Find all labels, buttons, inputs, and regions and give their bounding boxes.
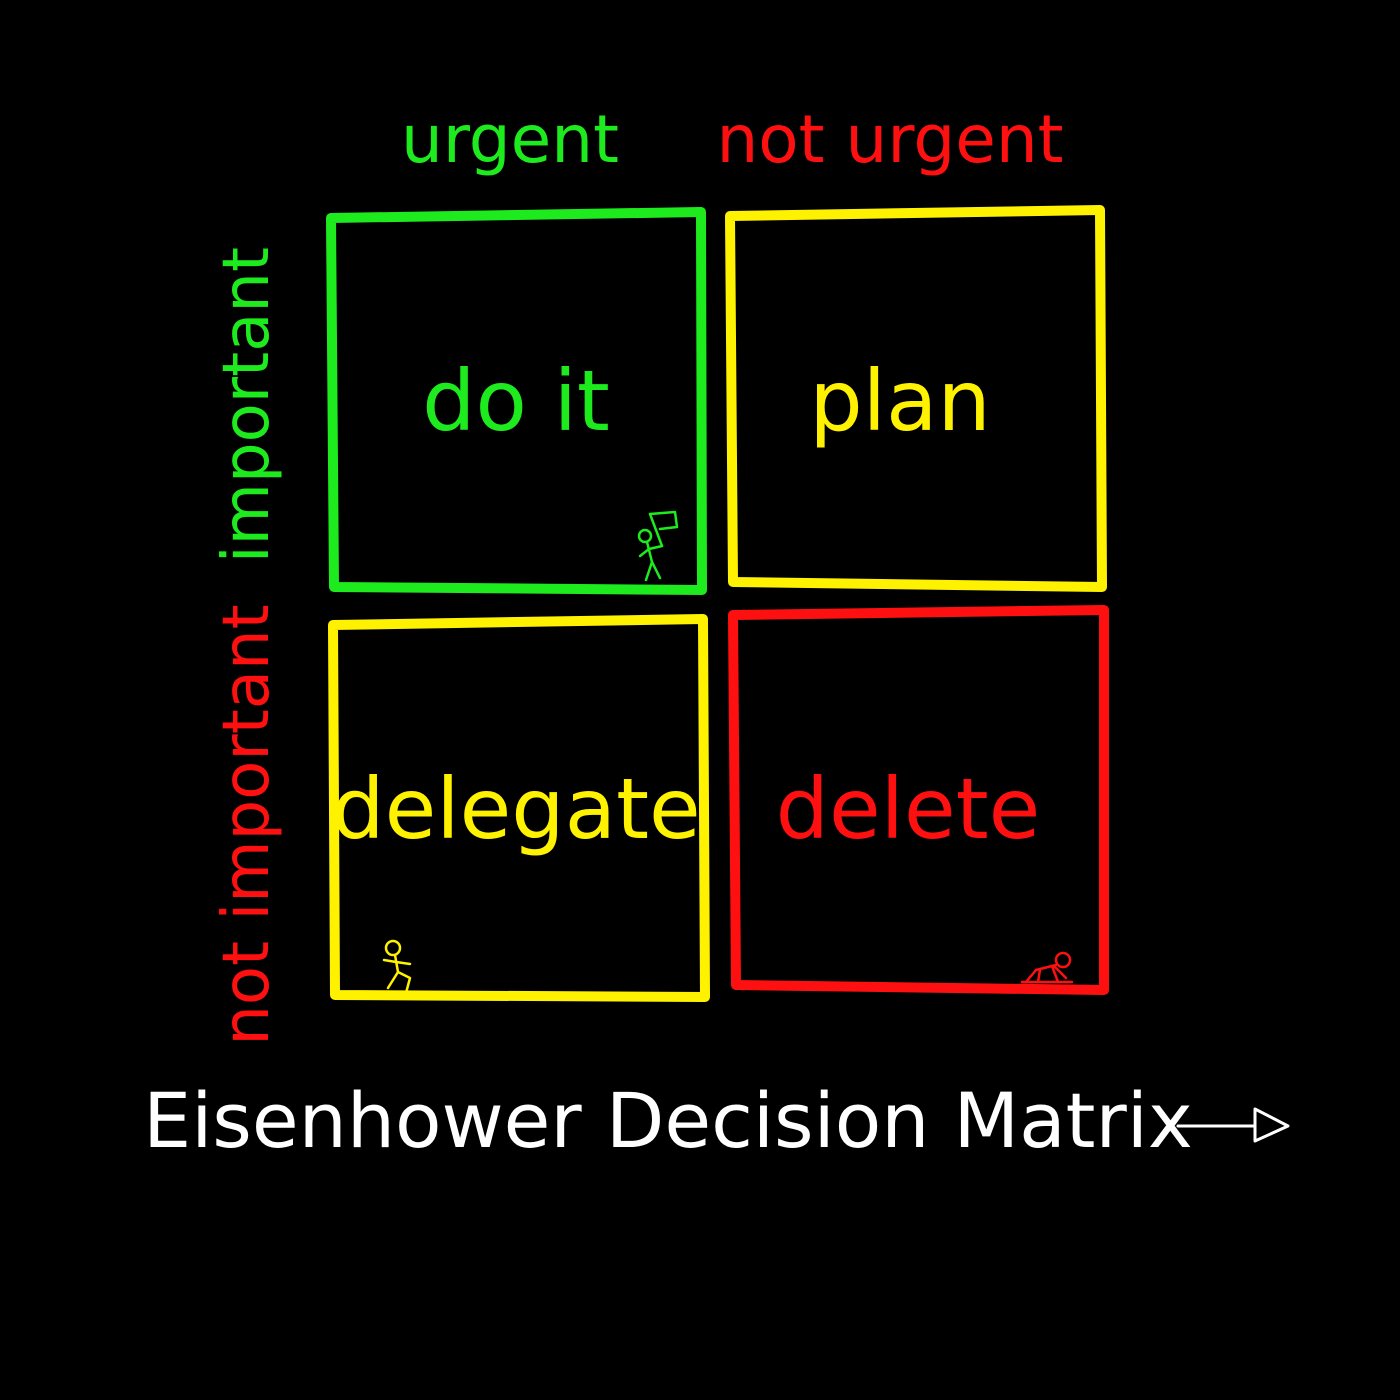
crawling-stick-figure-icon xyxy=(1020,951,1074,984)
arrow-right-icon xyxy=(1176,1107,1290,1143)
column-header-not-urgent: not urgent xyxy=(716,101,1063,178)
quadrant-box-do-it xyxy=(326,207,707,595)
row-header-important: important xyxy=(210,247,284,563)
quadrant-box-delegate xyxy=(328,614,710,1002)
quadrant-label-delegate: delegate xyxy=(331,760,700,858)
stick-figure-with-flag-icon xyxy=(637,510,679,582)
column-header-urgent: urgent xyxy=(401,101,619,178)
running-stick-figure-icon xyxy=(382,939,412,995)
quadrant-box-plan xyxy=(725,205,1107,592)
quadrant-label-do-it: do it xyxy=(422,352,610,450)
row-header-not-important: not important xyxy=(210,604,284,1045)
quadrant-box-delete xyxy=(728,605,1109,995)
quadrant-label-delete: delete xyxy=(776,760,1041,858)
quadrant-label-plan: plan xyxy=(809,352,990,450)
caption-title: Eisenhower Decision Matrix xyxy=(143,1076,1193,1165)
